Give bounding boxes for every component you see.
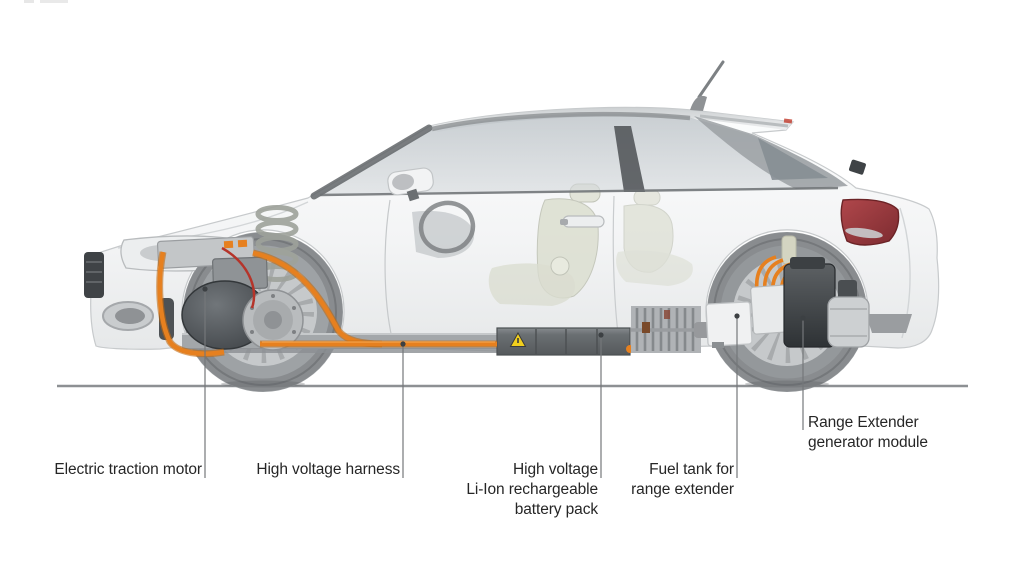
quarter-window <box>758 138 828 180</box>
range-extender-assembly <box>705 235 870 348</box>
gear-housing <box>242 289 304 351</box>
leader-dot-fuel-tank <box>734 313 740 319</box>
steering-wheel <box>418 200 476 254</box>
label-battery-pack: High voltage Li-Ion rechargeable battery… <box>466 461 598 518</box>
grille <box>84 252 104 298</box>
hv-harness-sill <box>260 340 497 348</box>
exhaust-canister <box>827 280 870 348</box>
cooling-fins <box>631 306 701 353</box>
fuel-tank-graphic <box>705 301 753 348</box>
antenna <box>690 60 725 111</box>
front-suspension-spring <box>255 205 299 282</box>
rear-wheel-shadow <box>745 380 829 388</box>
roof-panel <box>430 107 793 132</box>
front-door-seam <box>384 199 395 347</box>
front-wheel-shadow <box>221 380 305 388</box>
roof-rail <box>431 111 691 132</box>
door-handle <box>560 215 605 228</box>
taillight <box>840 198 900 246</box>
leader-lines <box>204 289 804 478</box>
battery-pack-graphic <box>496 327 634 356</box>
label-range-extender: Range Extender generator module <box>808 414 928 451</box>
a-pillar <box>310 124 433 200</box>
leader-dots <box>202 286 806 347</box>
leader-dot-range-extender <box>800 315 806 321</box>
fog-lamp <box>102 301 154 331</box>
rear-seat <box>616 189 693 286</box>
red-cable <box>221 246 256 309</box>
b-pillar <box>614 126 645 192</box>
watermark-remnant <box>24 0 68 3</box>
rear-diffuser <box>866 314 912 333</box>
c-pillar-trim <box>849 159 866 175</box>
label-electric-traction-motor: Electric traction motor <box>54 461 202 478</box>
leader-dot-battery <box>598 332 604 338</box>
leader-dot-motor <box>202 286 208 292</box>
spoiler-underside <box>699 114 789 128</box>
label-fuel-tank: Fuel tank for range extender <box>631 461 734 498</box>
mirror-base <box>406 188 420 202</box>
leader-dot-harness <box>400 341 406 347</box>
interior <box>412 183 693 306</box>
spoiler-tip-marker <box>783 118 793 124</box>
side-glass <box>320 113 846 194</box>
label-high-voltage-harness: High voltage harness <box>256 461 400 478</box>
